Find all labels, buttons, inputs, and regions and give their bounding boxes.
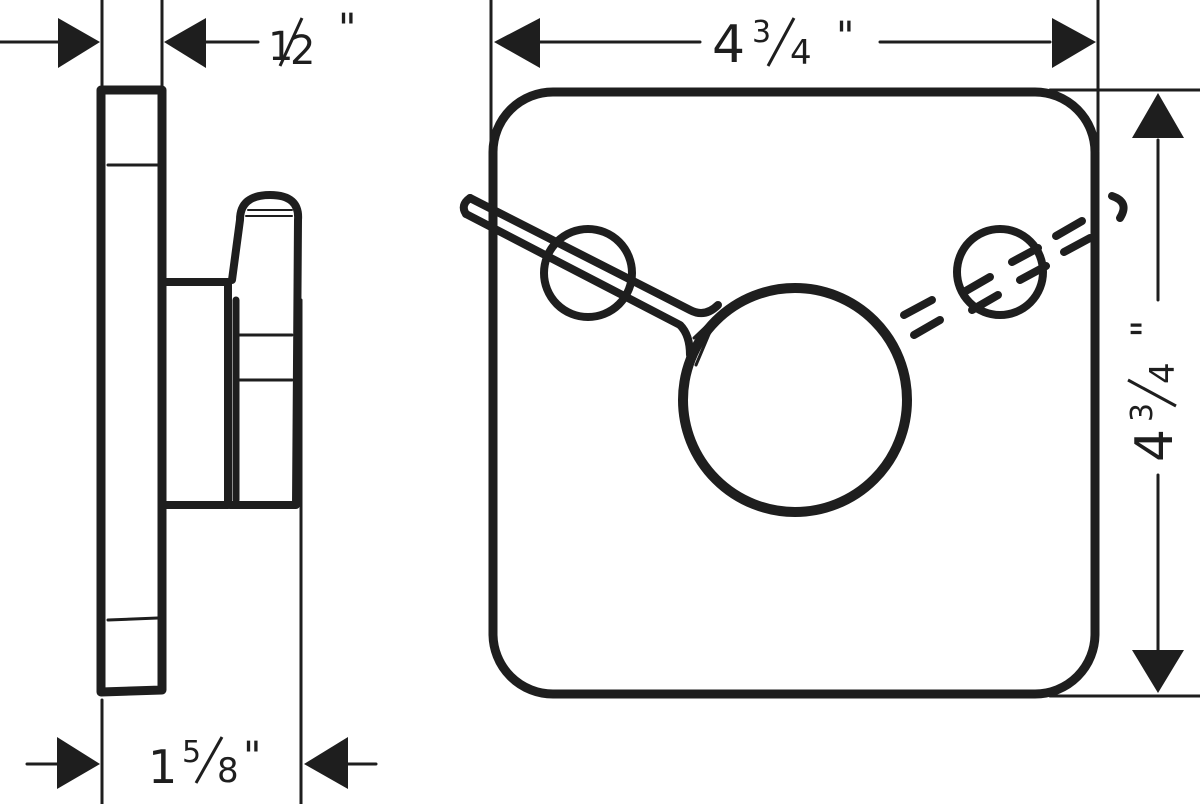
arrow-left-icon (494, 18, 540, 68)
front-view (459, 0, 1200, 699)
svg-text:3: 3 (1125, 403, 1160, 422)
svg-text:4: 4 (712, 15, 745, 75)
dimension-label-height: 4 3 4 " (1124, 320, 1185, 462)
arrow-down-icon (1132, 650, 1184, 693)
arrow-right-icon (1052, 18, 1096, 68)
svg-text:4: 4 (790, 33, 812, 73)
lever-joint-line (694, 318, 717, 367)
backplate-detail-line (106, 616, 160, 622)
dimension-label-one-five-eighths: 1 5 8 " (148, 734, 261, 794)
front-view-arrows (494, 18, 1184, 693)
dimension-label-half-inch: 1 2 " (268, 6, 356, 74)
arrow-left-icon (304, 737, 348, 789)
svg-text:": " (836, 14, 854, 60)
trim-plate-outline (488, 87, 1100, 699)
arrow-up-icon (1132, 93, 1184, 138)
center-knob (678, 283, 912, 517)
handle-base-profile (162, 278, 232, 509)
side-view (0, 0, 378, 804)
svg-text:": " (1124, 320, 1170, 338)
lever-arm-upper (466, 194, 722, 318)
lever-joint-line (692, 316, 717, 340)
backplate-profile (96, 85, 167, 697)
svg-text:8: 8 (217, 751, 239, 791)
svg-text:": " (338, 6, 356, 52)
lever-profile (226, 191, 303, 509)
lever-arm-lower (462, 210, 694, 359)
lever-arm-tip (459, 194, 474, 218)
left-stop-circle (540, 225, 636, 321)
svg-text:4: 4 (1125, 429, 1185, 462)
dimension-label-width: 4 3 4 " (712, 14, 854, 75)
arrow-right-icon (58, 18, 100, 68)
side-view-arrows (57, 18, 348, 789)
svg-text:2: 2 (290, 28, 315, 74)
svg-text:": " (243, 734, 261, 780)
svg-text:4: 4 (1143, 362, 1183, 384)
arrow-left-icon (164, 18, 206, 68)
alternate-lever-position-dashed (900, 192, 1128, 339)
svg-text:5: 5 (182, 735, 201, 770)
svg-text:3: 3 (752, 15, 771, 50)
svg-text:1: 1 (148, 740, 177, 794)
arrow-right-icon (57, 737, 100, 789)
